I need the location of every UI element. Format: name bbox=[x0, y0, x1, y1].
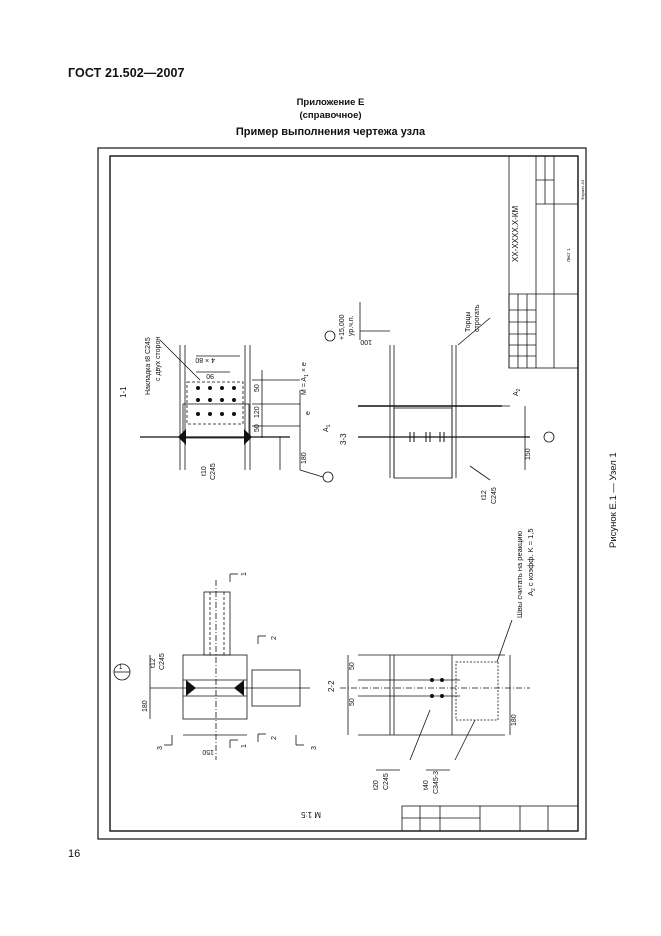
plate-t40: t40 bbox=[423, 780, 430, 790]
section-1-1: 1-1 Накладка t8 С245 с двух сторон bbox=[119, 337, 334, 483]
reaction-a1: A1 bbox=[323, 424, 332, 432]
plate-t12: t12 bbox=[481, 490, 488, 500]
torc-label-1: Торцы bbox=[465, 311, 472, 332]
moment-formula: M = A1 × e bbox=[301, 362, 310, 395]
cut-3-right: 3 bbox=[311, 746, 318, 750]
dim-e: e bbox=[305, 411, 312, 415]
overlay-note-1: Накладка t8 С245 bbox=[145, 337, 152, 395]
title-block: ХХ-ХХХХ.Х-КМ Лист 1 Формат А3 bbox=[508, 155, 585, 369]
dim-50-bottom: 50 bbox=[254, 424, 261, 432]
dim-100: 100 bbox=[360, 338, 372, 345]
figure-title: Пример выполнения чертежа узла bbox=[235, 126, 426, 138]
torc-label-2: строгать bbox=[474, 304, 481, 332]
section-2-2-title: 2-2 bbox=[327, 680, 336, 692]
node-mark-label: 1 bbox=[119, 665, 123, 671]
plate-t20: t20 bbox=[373, 780, 380, 790]
dim-90: 90 bbox=[206, 372, 214, 379]
section-3-3-title: 3-3 bbox=[339, 433, 348, 445]
section-3-3: 3-3 +15,000 ур.ч.п. 100 Торцы строгать A… bbox=[324, 302, 555, 504]
document-id: ГОСТ 21.502—2007 bbox=[68, 66, 185, 80]
dim-4x80: 4 × 80 bbox=[195, 356, 215, 363]
section-1-1-title: 1-1 bbox=[119, 386, 128, 398]
node-dim-150: 150 bbox=[202, 748, 214, 755]
elevation-sub: ур.ч.п. bbox=[348, 315, 355, 336]
dim-50-2-2-top: 50 bbox=[349, 662, 356, 670]
plate-c245-b: С245 bbox=[491, 487, 498, 504]
cut-1-bottom: 1 bbox=[241, 744, 248, 748]
appendix-title: Приложение Е bbox=[296, 97, 365, 108]
plate-c245: С245 bbox=[210, 463, 217, 480]
dim-50-2-2-bottom: 50 bbox=[349, 698, 356, 706]
inner-frame bbox=[109, 155, 579, 832]
dim-50-top: 50 bbox=[254, 384, 261, 392]
drawing-scale: М 1:5 bbox=[300, 810, 321, 819]
title-block-code: ХХ-ХХХХ.Х-КМ bbox=[511, 205, 520, 262]
cut-3-left: 3 bbox=[157, 746, 164, 750]
weld-note-1: Швы считать на реакцию bbox=[515, 530, 524, 618]
overlay-note-2: с двух сторон bbox=[155, 337, 162, 381]
elevation: +15,000 bbox=[339, 314, 346, 340]
cut-2-top: 2 bbox=[271, 636, 278, 640]
dim-120: 120 bbox=[254, 406, 261, 418]
plate-t10: t10 bbox=[201, 466, 208, 476]
appendix-subtitle: (справочное) bbox=[299, 110, 362, 121]
node-plate-c245: С245 bbox=[159, 653, 166, 670]
plate-c345-3: С345-3 bbox=[433, 771, 440, 794]
node-mark: 1 bbox=[113, 663, 131, 681]
bottom-stamp bbox=[401, 805, 579, 832]
weld-note-2: A2 с коэфф. K = 1,5 bbox=[526, 528, 537, 596]
node-dim-180: 180 bbox=[142, 700, 149, 712]
cut-1-top: 1 bbox=[241, 572, 248, 576]
node-view: t12 С245 180 150 1 1 2 2 3 3 bbox=[142, 572, 318, 760]
outer-frame bbox=[97, 147, 587, 840]
cut-2-bottom: 2 bbox=[271, 736, 278, 740]
node-plate-t12: t12 bbox=[150, 658, 157, 668]
title-block-format: Формат А3 bbox=[580, 179, 585, 200]
dim-180: 180 bbox=[301, 452, 308, 464]
reaction-a2: A2 bbox=[513, 388, 522, 396]
appendix-heading: Приложение Е (справочное) bbox=[0, 96, 661, 122]
section-2-2: 2-2 50 50 180 Швы считать на реакцию A2 … bbox=[327, 528, 537, 794]
plate-c245-c: С245 bbox=[383, 773, 390, 790]
title-block-sheet: Лист 1 bbox=[566, 248, 571, 262]
dim-180-2-2: 180 bbox=[511, 714, 518, 726]
page-number: 16 bbox=[68, 848, 81, 860]
dim-150: 150 bbox=[525, 448, 532, 460]
